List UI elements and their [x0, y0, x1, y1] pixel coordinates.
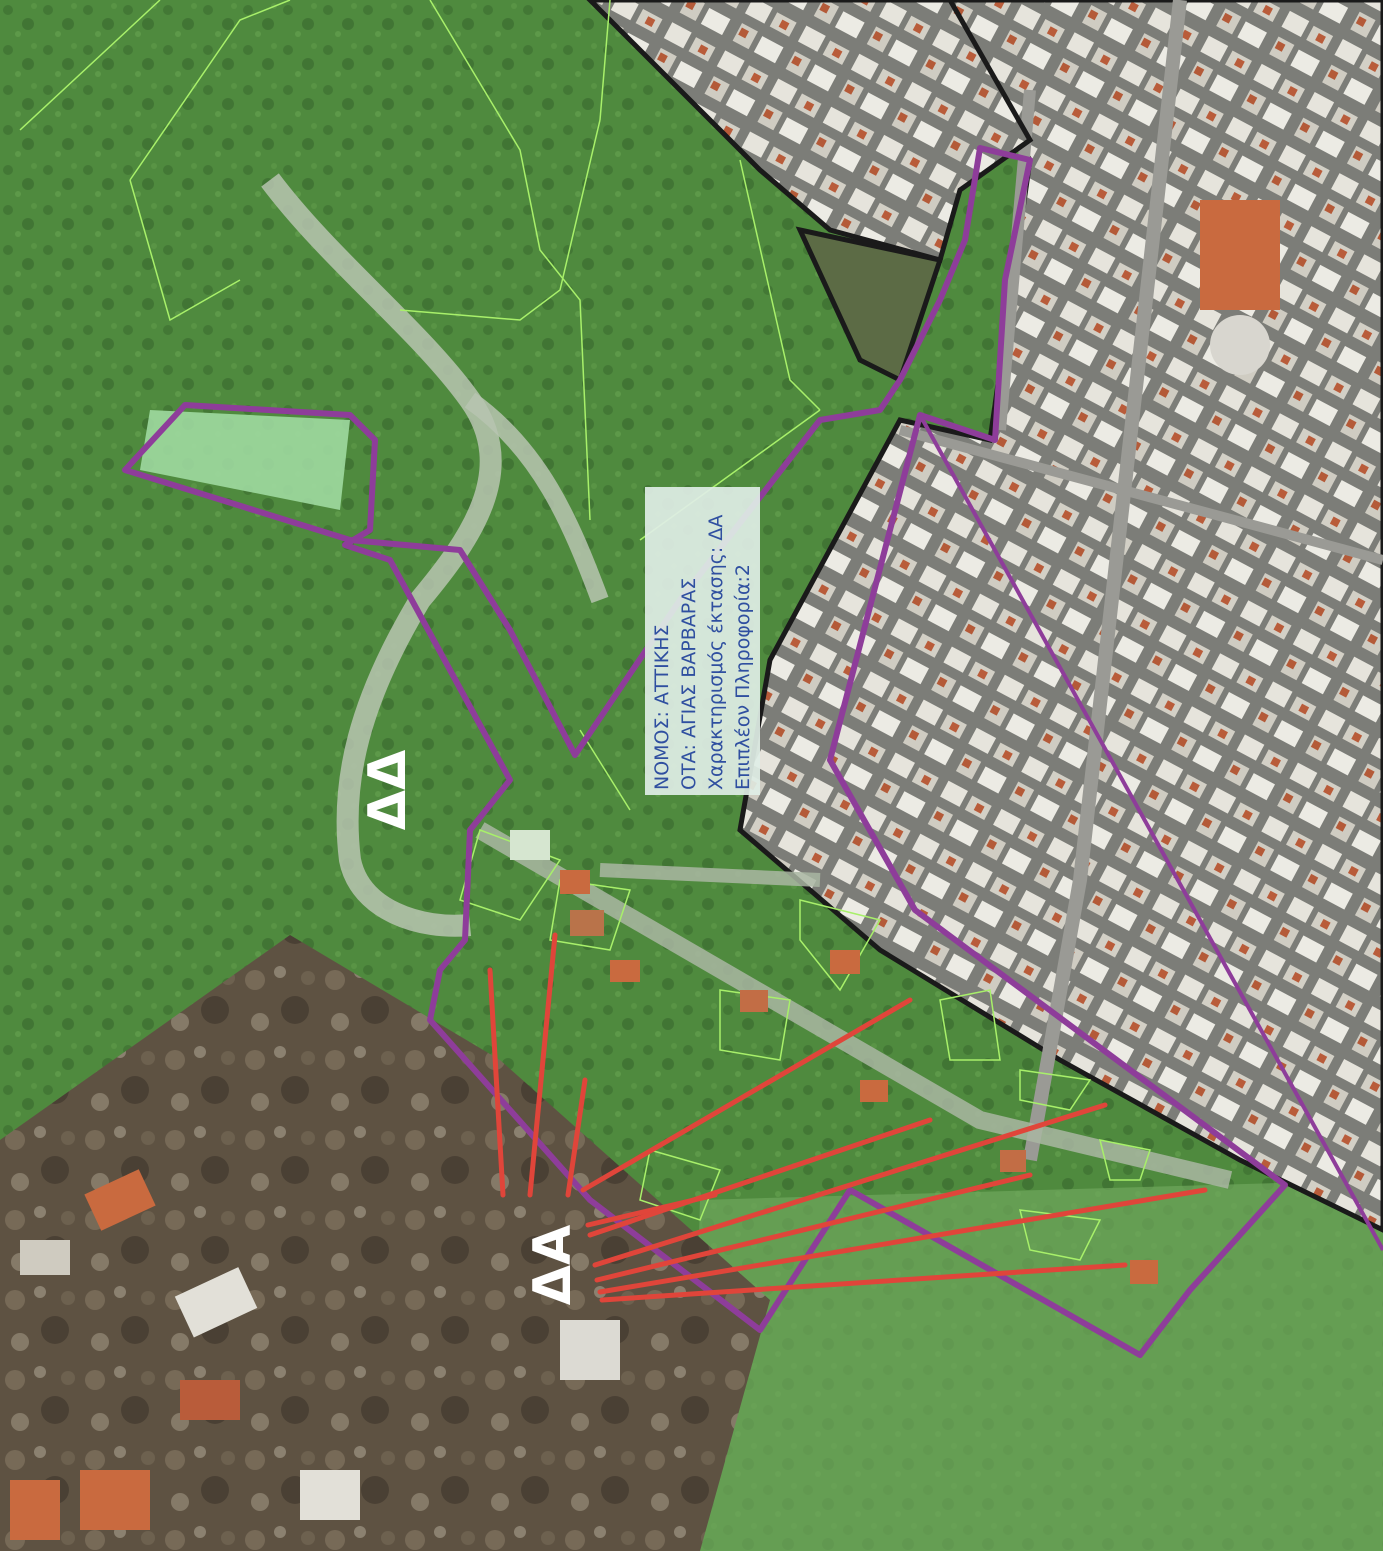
- urban-road-secondary: [994, 89, 1036, 431]
- settlement-buildings: [10, 1169, 620, 1540]
- info-line-municipality: ΟΤΑ: ΑΓΙΑΣ ΒΑΡΒΑΡΑΣ: [678, 578, 700, 790]
- annotation-ray: [580, 997, 913, 1193]
- annotation-ray: [487, 967, 506, 1198]
- annotation-ray: [597, 1187, 1208, 1295]
- zone-boundary-edge: [918, 414, 1383, 1251]
- annotation-ray: [527, 932, 558, 1198]
- annotation-ray: [587, 1117, 933, 1238]
- info-line-additional: Επιπλέον Πληροφορία:2: [732, 564, 754, 790]
- urban-road-cross: [898, 425, 1383, 565]
- annotation-ray: [565, 1077, 588, 1198]
- info-line-characterization: Χαρακτηρισμός έκτασης: ΔΑ: [705, 515, 727, 790]
- sports-facility: [140, 410, 350, 510]
- church-plaza: [1210, 315, 1270, 375]
- zone-boundary: [122, 145, 1288, 1358]
- lower-road-branch: [599, 863, 821, 887]
- grass-field: [690, 1180, 1383, 1551]
- zone-label-dd: ΔΔ: [358, 750, 418, 831]
- zone-label-da: ΔΑ: [523, 1225, 583, 1306]
- info-box-background: [645, 487, 760, 795]
- info-box: ΝΟΜΟΣ: ΑΤΤΙΚΗΣ ΟΤΑ: ΑΓΙΑΣ ΒΑΡΒΑΡΑΣ Χαρακ…: [645, 487, 760, 795]
- church-building: [1200, 200, 1280, 310]
- annotation-ray: [592, 1102, 1108, 1268]
- urban-road-vertical: [1023, 0, 1187, 1162]
- annotation-rays: [487, 932, 1208, 1303]
- parcel-houses: [510, 830, 1158, 1284]
- industrial-block: [586, 0, 1034, 264]
- annotation-ray: [594, 1172, 1033, 1283]
- annotation-ray: [599, 1262, 1128, 1303]
- forest-road-branch: [464, 392, 609, 604]
- forest-road: [261, 173, 502, 937]
- info-line-prefecture: ΝΟΜΟΣ: ΑΤΤΙΚΗΣ: [651, 624, 673, 790]
